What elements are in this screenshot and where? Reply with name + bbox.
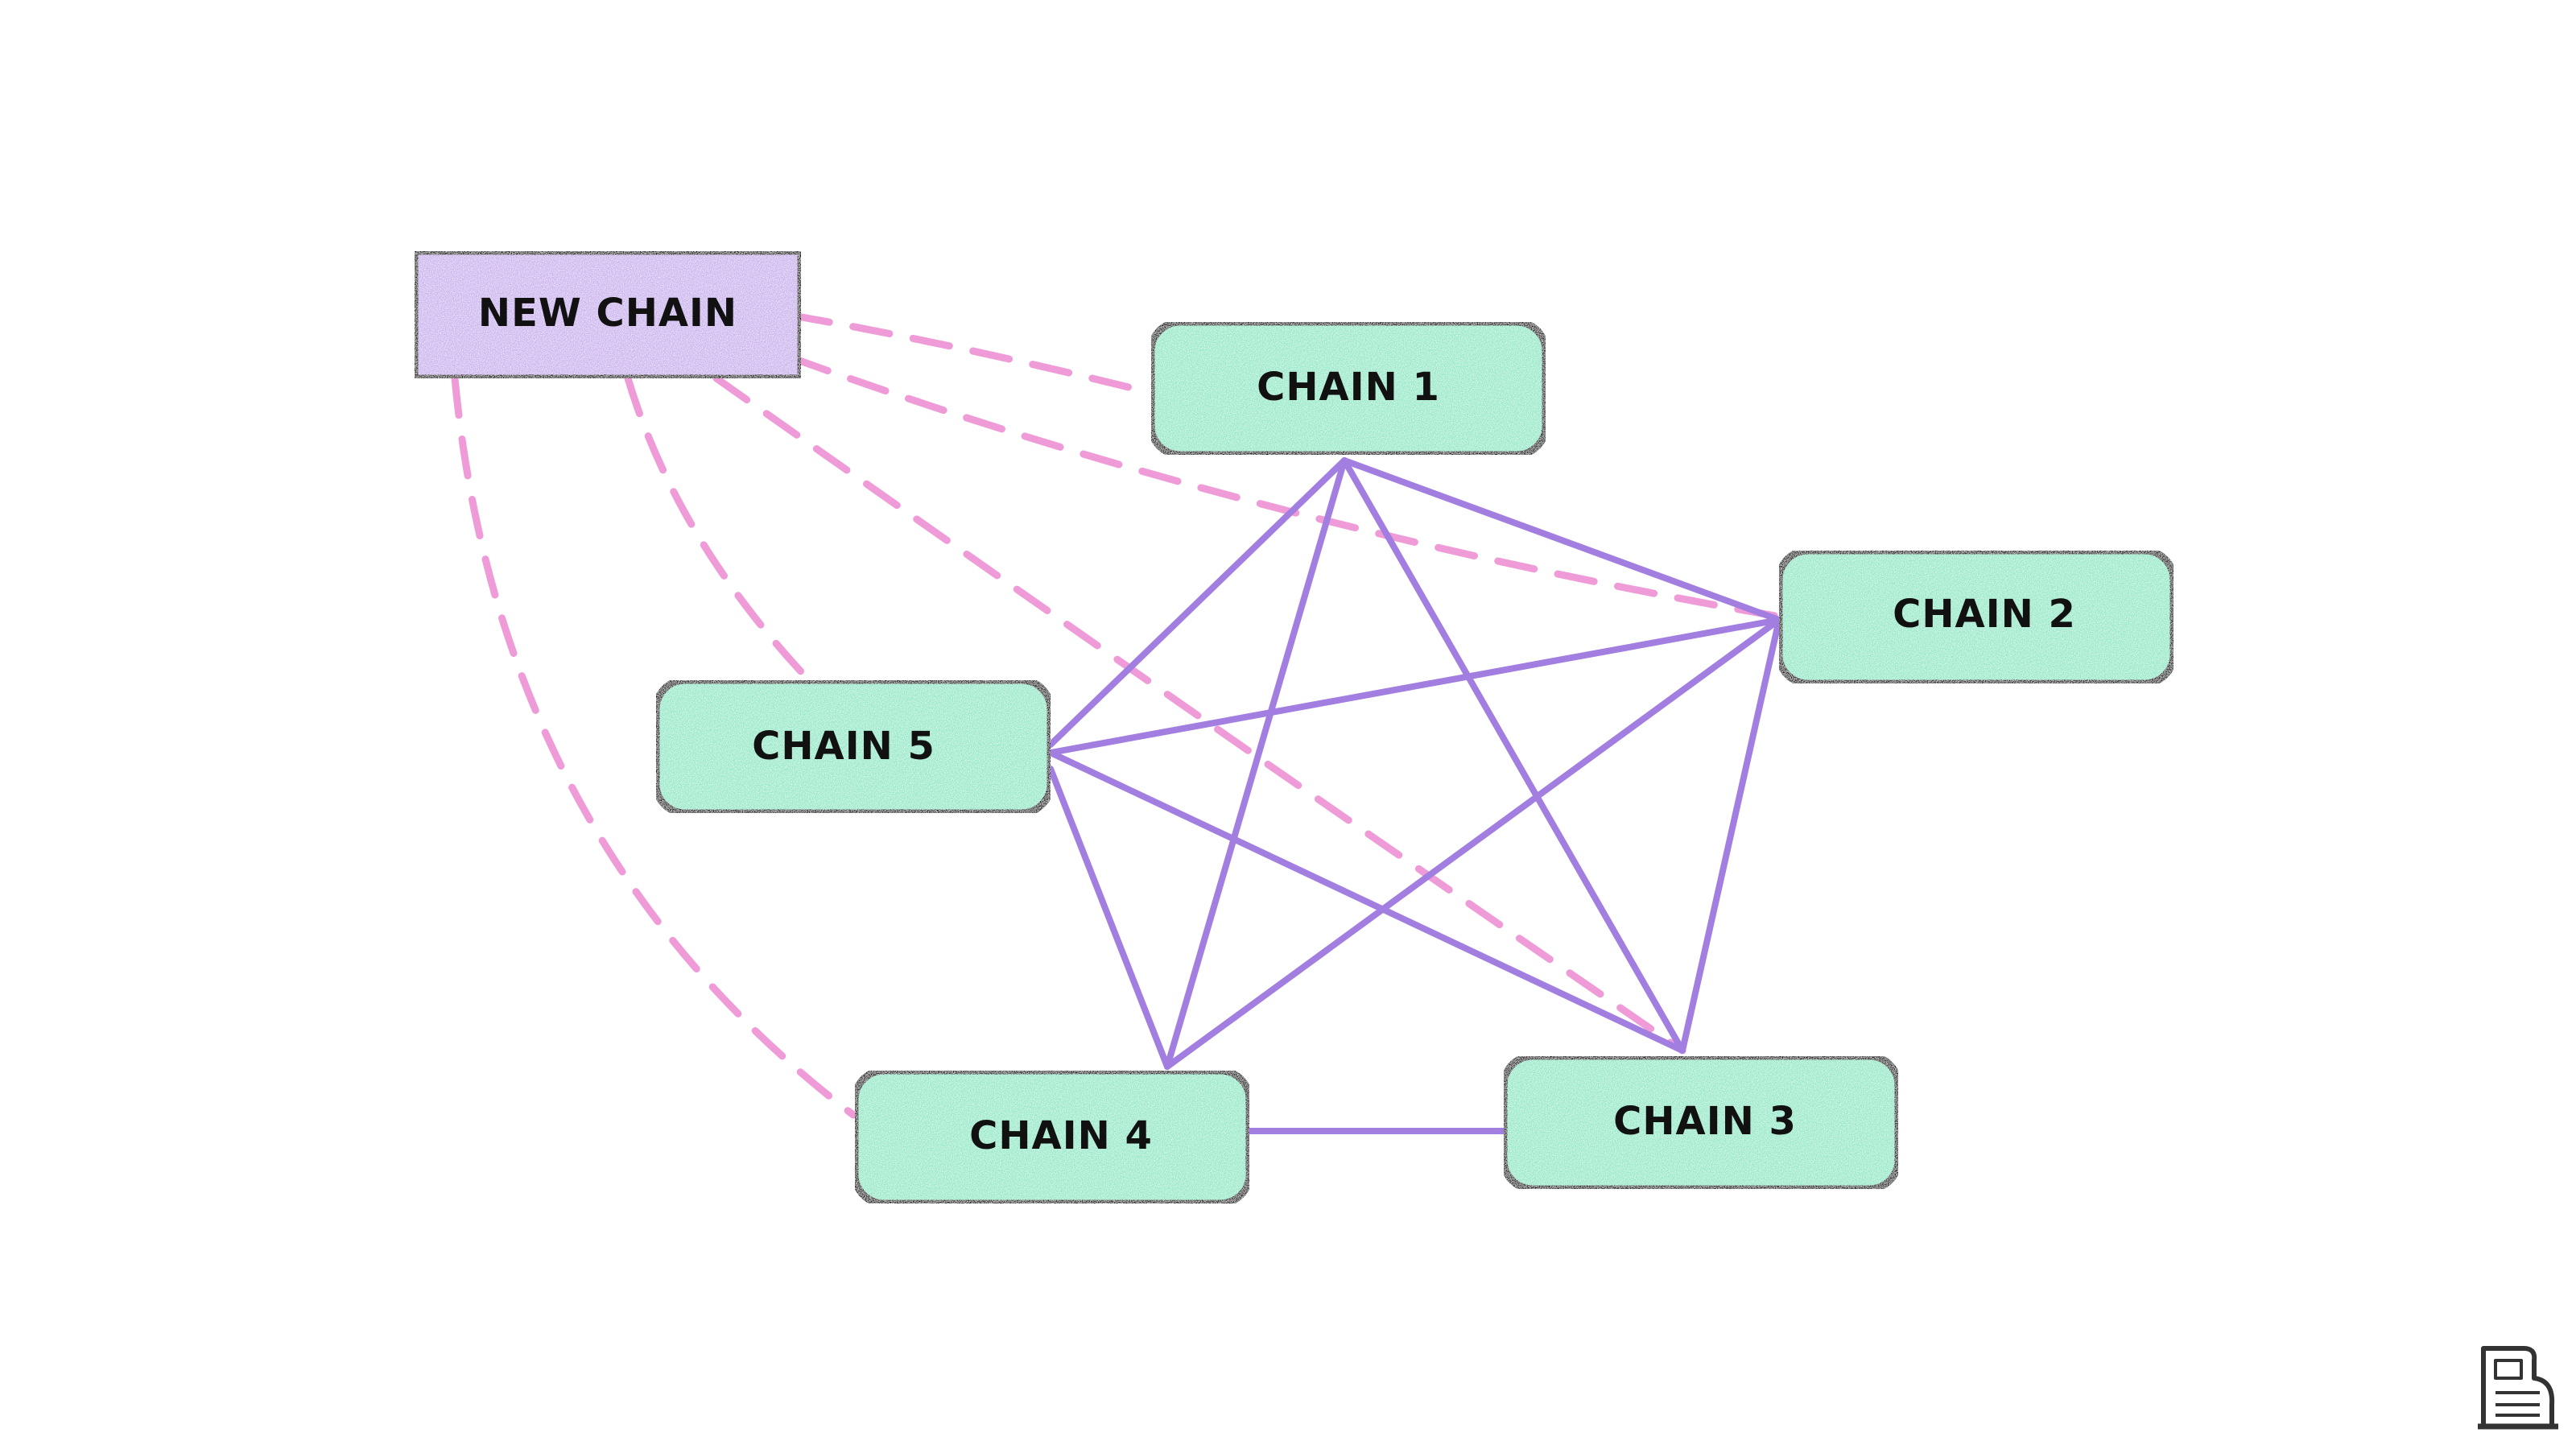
chain2-label: CHAIN 2 [1893, 592, 2076, 637]
dashed-link-new-to-chain3 [712, 374, 1686, 1055]
dashed-link-new-to-chain5 [624, 374, 813, 684]
link-chain3-chain5 [1047, 749, 1686, 1054]
link-chain2-chain4 [1164, 617, 1782, 1070]
publisher-logo-icon [2478, 1346, 2558, 1430]
chain1-node: CHAIN 1 [1147, 318, 1550, 459]
chain1-label: CHAIN 1 [1257, 365, 1440, 410]
chain2-node: CHAIN 2 [1775, 547, 2178, 687]
dashed-link-new-to-chain2 [789, 354, 1779, 620]
chain3-node: CHAIN 3 [1500, 1052, 1902, 1193]
chain5-node: CHAIN 5 [652, 676, 1055, 817]
chain4-label: CHAIN 4 [969, 1113, 1153, 1158]
link-chain1-chain4 [1164, 457, 1348, 1070]
new-chain-node: NEW CHAIN [411, 247, 805, 382]
link-chain1-chain5 [1047, 457, 1348, 748]
link-chain1-chain2 [1341, 457, 1782, 623]
dashed-link-new-to-chain1 [789, 312, 1155, 397]
new-chain-links [451, 312, 1779, 1119]
dashed-link-new-to-chain4 [451, 374, 857, 1119]
chain5-label: CHAIN 5 [752, 724, 935, 769]
link-chain1-chain3 [1341, 457, 1686, 1054]
existing-chain-links [1047, 457, 1782, 1134]
new-chain-label: NEW CHAIN [478, 291, 737, 336]
link-chain4-chain5 [1047, 766, 1170, 1070]
link-chain2-chain3 [1679, 617, 1782, 1054]
chain3-label: CHAIN 3 [1613, 1099, 1797, 1144]
link-chain2-chain5 [1047, 617, 1782, 756]
chain4-node: CHAIN 4 [851, 1067, 1253, 1208]
